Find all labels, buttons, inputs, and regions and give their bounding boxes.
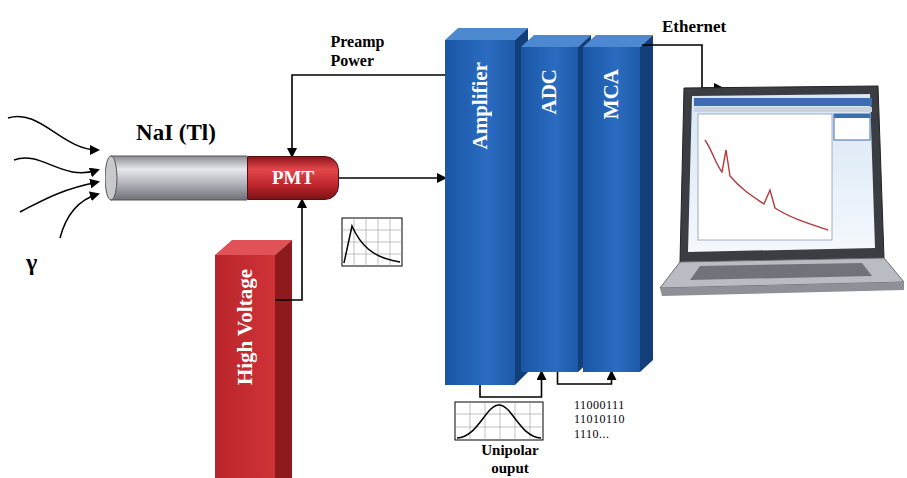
mca-side-face xyxy=(640,35,653,372)
signal-connector xyxy=(339,177,445,179)
node-text: ADC xyxy=(537,69,562,115)
pmt-tube: PMT xyxy=(247,156,339,200)
node-text: PMT xyxy=(272,167,314,189)
ethernet-label: Ethernet xyxy=(662,17,726,37)
node-text: High Voltage xyxy=(233,269,258,385)
binary-data: 11000111 11010110 1110... xyxy=(574,398,638,441)
mca-module: MCA xyxy=(583,47,640,372)
signal-connector xyxy=(292,75,445,156)
adc-module: ADC xyxy=(521,47,578,372)
gamma-symbol: γ xyxy=(26,248,37,277)
high-voltage-supply: High Voltage xyxy=(215,255,275,478)
laptop xyxy=(660,86,904,296)
ethernet-line xyxy=(642,45,722,88)
unipolar-pulse-plot xyxy=(455,402,543,440)
node-text: MCA xyxy=(599,69,624,119)
pmt-pulse-plot xyxy=(342,218,402,266)
hv-side-face xyxy=(275,240,292,478)
amp-top-face xyxy=(445,28,528,40)
gamma-rays xyxy=(8,116,98,238)
signal-connector xyxy=(558,372,612,384)
node-text: Amplifier xyxy=(468,62,493,149)
amplifier-module: Amplifier xyxy=(445,40,515,385)
node-text: NaI (Tl) xyxy=(136,120,216,146)
detector-crystal: NaI (Tl) xyxy=(105,118,247,202)
signal-connector xyxy=(275,200,302,300)
output-label: Unipolar ouput xyxy=(468,441,552,477)
edge-label: Preamp Power xyxy=(331,32,407,70)
